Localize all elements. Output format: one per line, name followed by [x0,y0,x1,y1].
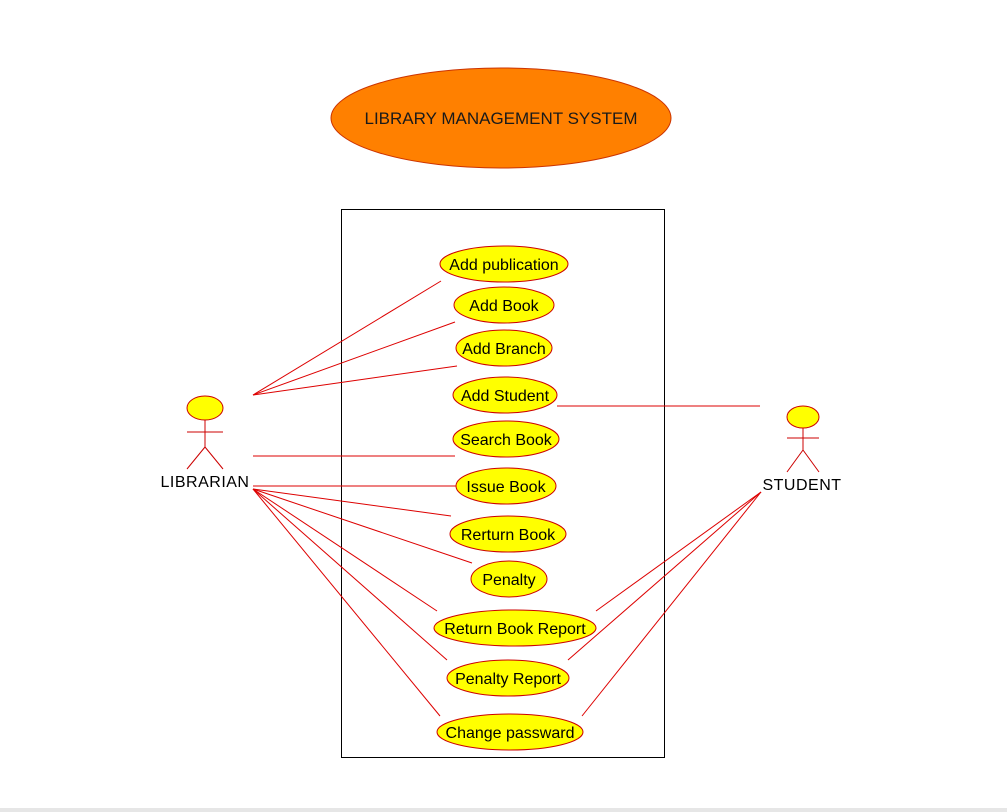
use-case-label: Add Book [469,298,539,315]
assoc-student-return-book-report [595,491,762,612]
use-case-label: Add publication [449,257,558,274]
use-case-label: Penalty Report [455,671,561,688]
use-case-penalty-report[interactable]: Penalty Report [446,659,570,697]
assoc-librarian-change-password [252,488,441,717]
use-case-add-student[interactable]: Add Student [452,376,558,414]
assoc-librarian-return-book-report [252,488,438,612]
use-case-issue-book[interactable]: Issue Book [455,467,557,505]
assoc-student-penalty-report [567,491,762,661]
actor-student[interactable]: STUDENT [762,405,841,494]
use-case-return-book[interactable]: Rerturn Book [449,515,567,553]
actor-label: STUDENT [762,477,841,494]
use-case-label: Search Book [460,432,553,449]
assoc-librarian-penalty [252,488,473,564]
use-case-label: Return Book Report [444,621,586,638]
assoc-student-change-password [581,491,762,717]
use-case-penalty[interactable]: Penalty [470,560,548,598]
use-case-label: Issue Book [466,479,546,496]
assoc-librarian-add-publication [252,280,442,396]
actor-head [186,395,224,421]
use-case-search-book[interactable]: Search Book [452,420,560,458]
use-case-label: Add Branch [462,341,546,358]
bottom-edge [0,808,1007,812]
actor-label: LIBRARIAN [161,474,250,491]
assoc-librarian-add-book [252,321,456,396]
system-title: LIBRARY MANAGEMENT SYSTEM [330,67,672,169]
actor-librarian[interactable]: LIBRARIAN [161,395,250,491]
stick-figure-icon [786,428,820,473]
use-case-return-book-report[interactable]: Return Book Report [433,609,597,647]
use-case-add-branch[interactable]: Add Branch [455,329,553,367]
use-case-list: Add publication Add Book Add Branch Add … [433,245,597,751]
associations [252,280,762,717]
use-case-label: Rerturn Book [461,527,556,544]
system-boundary [341,209,665,758]
assoc-librarian-add-branch [252,365,458,396]
assoc-librarian-penalty-report [252,488,448,661]
actor-head [786,405,820,429]
use-case-add-publication[interactable]: Add publication [439,245,569,283]
use-case-add-book[interactable]: Add Book [453,286,555,324]
title-text: LIBRARY MANAGEMENT SYSTEM [364,109,637,128]
use-case-change-password[interactable]: Change passward [436,713,584,751]
use-case-label: Add Student [461,388,550,405]
use-case-label: Penalty [482,572,535,589]
title-ellipse [330,67,672,169]
assoc-librarian-return-book [252,488,452,517]
use-case-label: Change passward [446,725,575,742]
stick-figure-icon [186,420,224,470]
